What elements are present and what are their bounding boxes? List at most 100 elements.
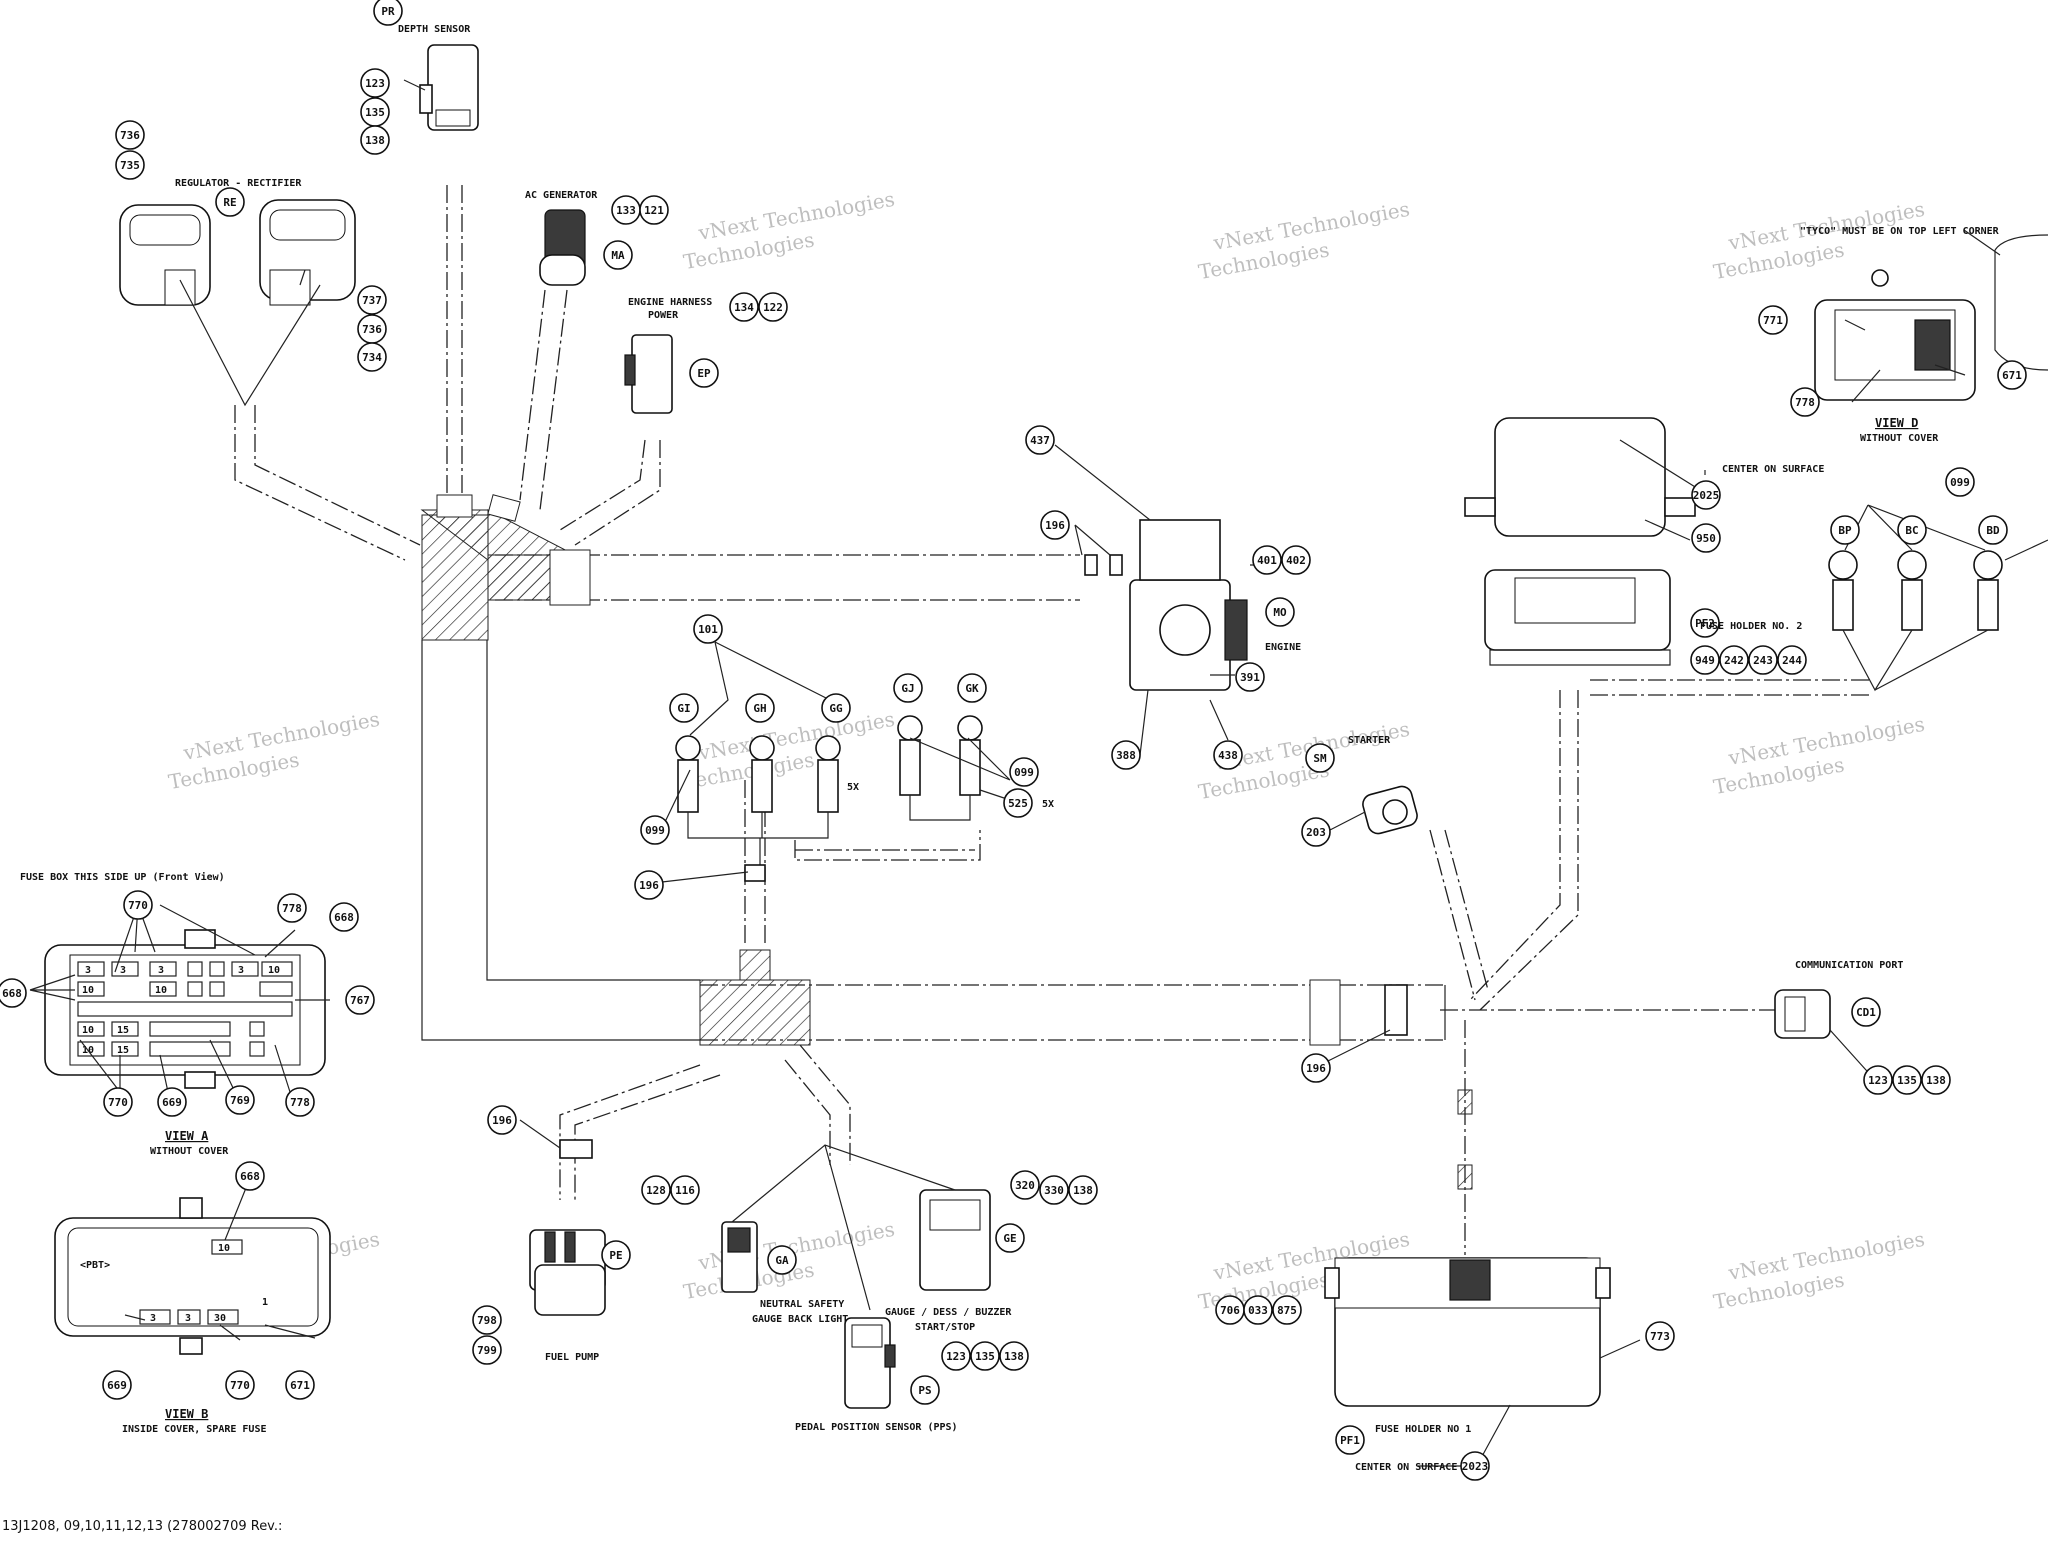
callout-label: 196 xyxy=(1045,519,1065,532)
callout-label: 099 xyxy=(1950,476,1970,489)
callout-label: 123 xyxy=(1868,1074,1888,1087)
fuse-number: 3 xyxy=(85,965,91,976)
callout-label: 669 xyxy=(107,1379,127,1392)
tyco-note-label: "TYCO" MUST BE ON TOP LEFT CORNER xyxy=(1800,226,2000,237)
callout-label: 135 xyxy=(975,1350,995,1363)
communication-port-label: COMMUNICATION PORT xyxy=(1795,960,1903,971)
callout-label: 196 xyxy=(639,879,659,892)
fuse-number: 10 xyxy=(82,985,94,996)
junction-blocks xyxy=(420,494,1473,1190)
callout-label: 736 xyxy=(120,129,140,142)
depth-sensor-label: DEPTH SENSOR xyxy=(398,24,471,35)
callout-label: GK xyxy=(965,682,979,695)
center-on-surface-label: CENTER ON SURFACE xyxy=(1722,464,1824,475)
callout-label: 773 xyxy=(1650,1330,1670,1343)
callout-label: 402 xyxy=(1286,554,1306,567)
depth-sensor-connector xyxy=(419,44,479,131)
callout-label: 099 xyxy=(1014,766,1034,779)
callout-label: 401 xyxy=(1257,554,1277,567)
callout-label: PS xyxy=(918,1384,931,1397)
callout-label: 671 xyxy=(2002,369,2022,382)
fuse-number: 10 xyxy=(268,965,280,976)
callout-label: 391 xyxy=(1240,671,1260,684)
engine-connector xyxy=(1084,519,1248,691)
callout-label: 668 xyxy=(2,987,22,1000)
callout-label: 122 xyxy=(763,301,783,314)
callout-label: 138 xyxy=(1926,1074,1946,1087)
callout-label: 767 xyxy=(350,994,370,1007)
callout-label: 770 xyxy=(108,1096,128,1109)
callout-label: 438 xyxy=(1218,749,1238,762)
regulator-label: REGULATOR - RECTIFIER xyxy=(175,178,302,189)
engine-harness-label: POWER xyxy=(648,310,679,321)
callout-label: RE xyxy=(223,196,236,209)
callout-label: 875 xyxy=(1277,1304,1297,1317)
fuse-number: 3 xyxy=(185,1313,191,1324)
callout-label: BC xyxy=(1905,524,1918,537)
fuse-number: 10 xyxy=(218,1243,230,1254)
gauge-dess-label: GAUGE / DESS / BUZZER xyxy=(885,1307,1012,1318)
gauge-dess-connector xyxy=(919,1189,991,1291)
start-stop-label: START/STOP xyxy=(915,1322,975,1333)
splice-196 xyxy=(744,864,766,882)
callout-label: 949 xyxy=(1695,654,1715,667)
fuse-holder-1 xyxy=(1324,1257,1611,1407)
drawing-caption: 13J1208, 09,10,11,12,13 (278002709 Rev.: xyxy=(2,1519,282,1534)
callout-label: PR xyxy=(381,5,395,18)
callout-label: 769 xyxy=(230,1094,250,1107)
callout-label: 138 xyxy=(1073,1184,1093,1197)
ring-terminals-bp-bd xyxy=(1828,539,2048,692)
gauge-back-light-label: GAUGE BACK LIGHT xyxy=(752,1314,848,1325)
callout-label: GE xyxy=(1003,1232,1016,1245)
callout-label: 799 xyxy=(477,1344,497,1357)
fuse-number: 10 xyxy=(155,985,167,996)
callout-label: 734 xyxy=(362,351,382,364)
callout-label: 203 xyxy=(1306,826,1326,839)
callout-label: 668 xyxy=(334,911,354,924)
callout-label: MO xyxy=(1273,606,1287,619)
callout-label: 138 xyxy=(365,134,385,147)
fuel-pump-connector xyxy=(529,1139,606,1316)
pedal-position-sensor-connector xyxy=(844,1317,896,1409)
callout-label: PF1 xyxy=(1340,1434,1360,1447)
callout-label: 123 xyxy=(946,1350,966,1363)
fuse-holder-1-label: FUSE HOLDER NO 1 xyxy=(1375,1424,1471,1435)
callout-label: 671 xyxy=(290,1379,310,1392)
harness-routing xyxy=(234,185,1870,1255)
callout-label: EP xyxy=(697,367,711,380)
callout-label: 123 xyxy=(365,77,385,90)
multiplier-label: 5X xyxy=(1042,799,1054,810)
callout-label: GG xyxy=(829,702,843,715)
callout-label: 033 xyxy=(1248,1304,1268,1317)
view-b-label: VIEW B xyxy=(165,1407,208,1421)
callout-label: BD xyxy=(1986,524,2000,537)
view-d-sub-label: WITHOUT COVER xyxy=(1860,433,1939,444)
callout-label: 135 xyxy=(365,106,385,119)
view-a-sub-label: WITHOUT COVER xyxy=(150,1146,229,1157)
callout-label: 128 xyxy=(646,1184,666,1197)
callout-label: 101 xyxy=(698,623,718,636)
fuse-number: 3 xyxy=(238,965,244,976)
callout-label: 133 xyxy=(616,204,636,217)
callout-label: 121 xyxy=(644,204,664,217)
callout-label: 196 xyxy=(492,1114,512,1127)
neutral-safety-label: NEUTRAL SAFETY xyxy=(760,1299,844,1310)
callout-label: PF2 xyxy=(1695,617,1715,630)
callout-label: 243 xyxy=(1753,654,1773,667)
engine-harness-power-connector xyxy=(624,334,673,414)
callout-label: MA xyxy=(611,249,625,262)
callout-label: 116 xyxy=(675,1184,695,1197)
fuse-number: 30 xyxy=(214,1313,226,1324)
fuse-holder-2 xyxy=(1464,417,1696,666)
fuse-number: 3 xyxy=(158,965,164,976)
view-d-label: VIEW D xyxy=(1875,416,1918,430)
callout-label: 778 xyxy=(290,1096,310,1109)
callout-label: 737 xyxy=(362,294,382,307)
view-d-connector xyxy=(1814,234,2048,401)
callout-bubbles: PR 123 135 138 736 735 RE 737 736 734 13… xyxy=(0,0,2027,1481)
starter-label: STARTER xyxy=(1348,735,1391,746)
engine-label: ENGINE xyxy=(1265,642,1301,653)
callout-label: 706 xyxy=(1220,1304,1240,1317)
callout-label: 735 xyxy=(120,159,140,172)
